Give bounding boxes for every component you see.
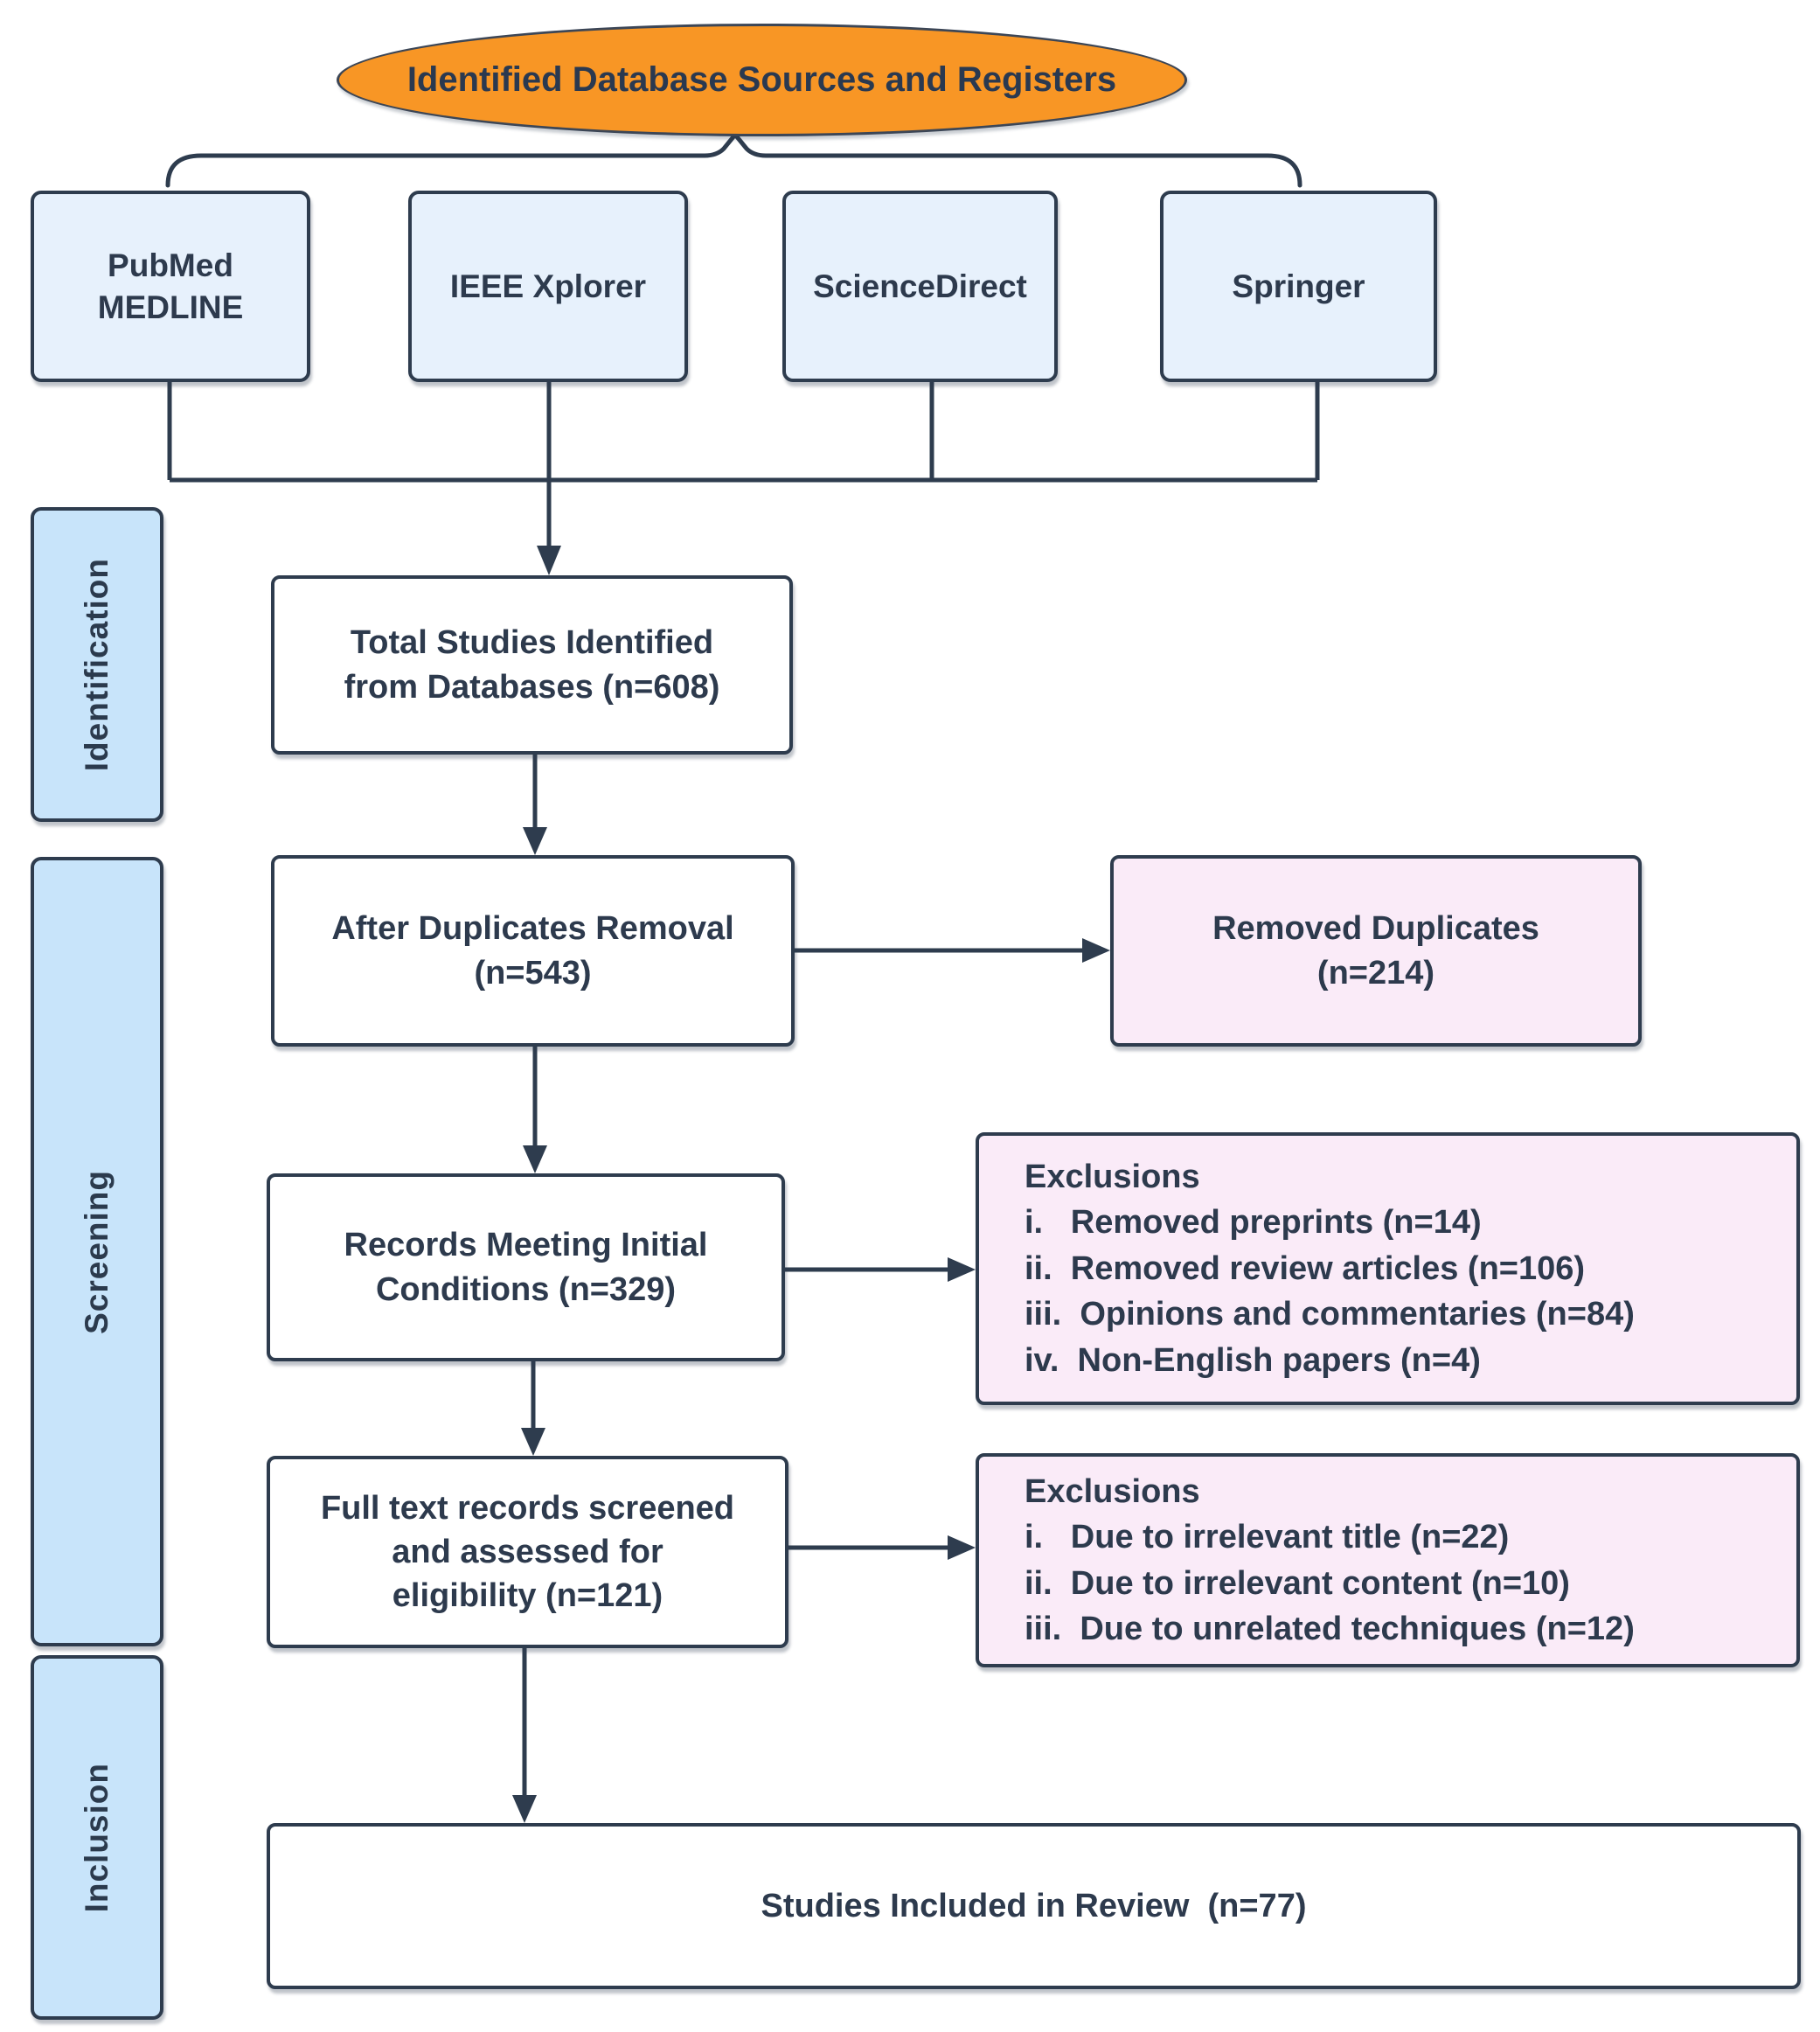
stage-box-inclusion: Inclusion xyxy=(31,1655,163,2020)
flow-box-full-text-screened: Full text records screened and assessed … xyxy=(267,1456,788,1648)
arrowhead-down-5 xyxy=(512,1795,537,1823)
source-label-ieee-xplorer: IEEE Xplorer xyxy=(449,268,647,304)
source-box-sciencedirect: ScienceDirect xyxy=(782,191,1058,382)
flow-label-records-initial: Records Meeting Initial Conditions (n=32… xyxy=(344,1227,708,1308)
stage-label-identification: Identification xyxy=(79,557,115,772)
flow-box-studies-included: Studies Included in Review (n=77) xyxy=(267,1823,1801,1989)
arrowhead-right-2 xyxy=(948,1257,976,1282)
exclusions-screening-item: iv. Non-English papers (n=4) xyxy=(1025,1341,1481,1379)
flow-label-total-identified: Total Studies Identified from Databases … xyxy=(344,624,720,706)
source-box-springer: Springer xyxy=(1160,191,1437,382)
arrowhead-down-2 xyxy=(523,827,547,855)
source-label-sciencedirect: ScienceDirect xyxy=(813,268,1027,304)
source-box-pubmed: PubMed MEDLINE xyxy=(31,191,310,382)
source-box-ieee-xplorer: IEEE Xplorer xyxy=(408,191,688,382)
arrowhead-right-1 xyxy=(1082,938,1110,963)
source-label-springer: Springer xyxy=(1232,268,1365,304)
flow-label-full-text-screened: Full text records screened and assessed … xyxy=(320,1489,735,1615)
arrowhead-down-4 xyxy=(521,1428,545,1456)
side-box-exclusions-fulltext: Exclusions i. Due to irrelevant title (n… xyxy=(976,1453,1800,1667)
exclusions-screening-item: iii. Opinions and commentaries (n=84) xyxy=(1025,1296,1635,1333)
arrowhead-down-1 xyxy=(537,546,561,575)
brace-shape xyxy=(165,131,1302,188)
side-box-removed-duplicates: Removed Duplicates (n=214) xyxy=(1110,855,1642,1047)
header-ellipse: Identified Database Sources and Register… xyxy=(337,24,1187,136)
exclusions-fulltext-item: ii. Due to irrelevant content (n=10) xyxy=(1025,1564,1570,1602)
exclusions-fulltext-item: iii. Due to unrelated techniques (n=12) xyxy=(1025,1610,1635,1647)
stage-box-screening: Screening xyxy=(31,857,163,1646)
side-box-exclusions-screening: Exclusions i. Removed preprints (n=14) i… xyxy=(976,1132,1800,1405)
flow-box-total-identified: Total Studies Identified from Databases … xyxy=(271,575,793,755)
exclusions-fulltext-heading: Exclusions xyxy=(1025,1472,1200,1510)
arrowhead-down-3 xyxy=(523,1145,547,1173)
side-label-removed-duplicates: Removed Duplicates (n=214) xyxy=(1212,910,1539,992)
flow-label-studies-included: Studies Included in Review (n=77) xyxy=(761,1887,1307,1924)
exclusions-fulltext-item: i. Due to irrelevant title (n=22) xyxy=(1025,1519,1510,1556)
stage-label-screening: Screening xyxy=(79,1169,115,1334)
source-connectors xyxy=(167,382,1320,483)
flow-box-records-initial: Records Meeting Initial Conditions (n=32… xyxy=(267,1173,785,1361)
source-label-pubmed: PubMed MEDLINE xyxy=(97,247,244,325)
exclusions-screening-heading: Exclusions xyxy=(1025,1158,1200,1195)
arrowhead-right-3 xyxy=(948,1535,976,1560)
header-title: Identified Database Sources and Register… xyxy=(406,60,1117,99)
stage-box-identification: Identification xyxy=(31,507,163,822)
exclusions-screening-item: ii. Removed review articles (n=106) xyxy=(1025,1249,1586,1287)
exclusions-screening-item: i. Removed preprints (n=14) xyxy=(1025,1204,1482,1242)
flow-label-after-duplicates: After Duplicates Removal (n=543) xyxy=(331,910,734,992)
flow-box-after-duplicates: After Duplicates Removal (n=543) xyxy=(271,855,795,1047)
stage-label-inclusion: Inclusion xyxy=(79,1762,115,1913)
